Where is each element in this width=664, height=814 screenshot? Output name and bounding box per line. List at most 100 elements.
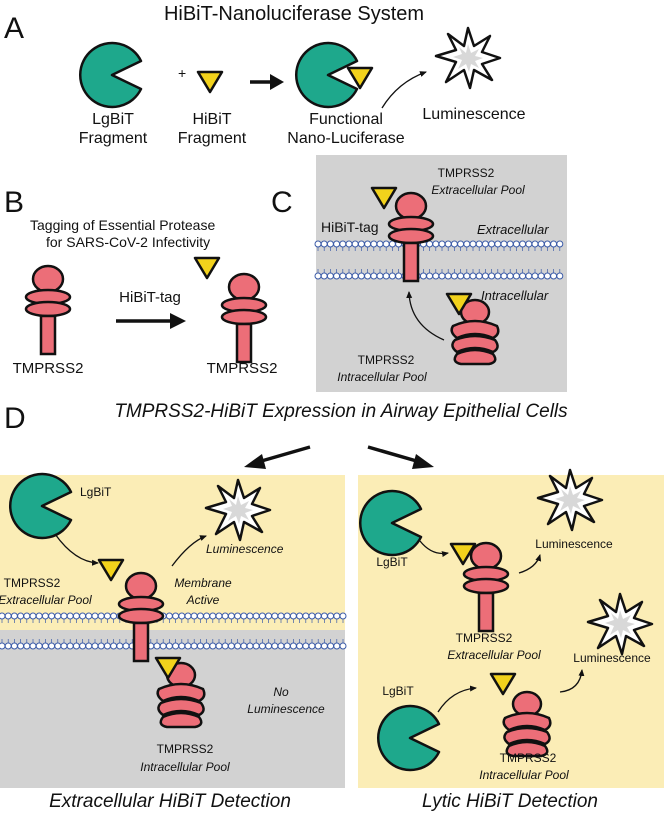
lipid-head <box>388 272 396 280</box>
tmprss2-untagged-icon <box>24 264 72 356</box>
lipid-head <box>23 642 31 650</box>
lipid-head <box>41 612 49 620</box>
combine-arrowhead <box>270 74 284 90</box>
d-left-binding-arrow <box>54 533 99 566</box>
lipid-head <box>326 240 334 248</box>
d-left-no-label-1: No <box>273 685 289 699</box>
lipid-head <box>326 272 334 280</box>
hibit-tag-arrow-label: HiBiT-tag <box>119 289 181 306</box>
lipid-head <box>475 240 483 248</box>
lipid-head <box>209 642 217 650</box>
panel-c-letter: C <box>271 186 293 219</box>
d-right-ext-label-1: TMPRSS2 <box>456 631 513 645</box>
lipid-head <box>35 612 43 620</box>
lgbit-label-2: Fragment <box>79 130 148 147</box>
tag-triangle-b-icon <box>193 256 221 280</box>
lipid-head <box>444 272 452 280</box>
lipid-head <box>209 612 217 620</box>
hibit-triangle-icon <box>196 70 224 94</box>
lipid-head <box>184 642 192 650</box>
lipid-head <box>339 642 347 650</box>
lgbit-pacman-icon <box>78 41 143 109</box>
lipid-head <box>438 272 446 280</box>
lipid-head <box>252 612 260 620</box>
lipid-head <box>48 612 56 620</box>
lipid-head <box>240 642 248 650</box>
lipid-head <box>500 240 508 248</box>
lipid-head <box>116 642 124 650</box>
lipid-head <box>556 272 564 280</box>
lipid-head <box>277 642 285 650</box>
lipid-head <box>85 612 93 620</box>
lipid-head <box>172 612 180 620</box>
lipid-head <box>519 240 527 248</box>
lipid-head <box>215 612 223 620</box>
lipid-head <box>66 612 74 620</box>
lipid-head <box>370 272 378 280</box>
lipid-head <box>314 240 322 248</box>
lipid-head <box>29 612 37 620</box>
lipid-head <box>35 642 43 650</box>
lipid-head <box>488 240 496 248</box>
lipid-head <box>234 612 242 620</box>
panel-a-letter: A <box>4 12 24 45</box>
lipid-head <box>271 642 279 650</box>
d-right-int-label-2: Intracellular Pool <box>479 768 569 782</box>
split-arrow-left <box>257 445 311 464</box>
lipid-head <box>221 612 229 620</box>
lipid-head <box>289 612 297 620</box>
lipid-head <box>525 272 533 280</box>
intracellular-label: Intracellular <box>481 288 549 303</box>
bound-hibit-icon <box>346 66 374 90</box>
d-left-membrane-label-1: Membrane <box>174 576 232 590</box>
lipid-head <box>457 240 465 248</box>
lipid-head <box>258 642 266 650</box>
tmprss2-right-label: TMPRSS2 <box>207 360 278 377</box>
lipid-head <box>184 612 192 620</box>
functional-label-2: Nano-Luciferase <box>287 130 405 147</box>
lipid-head <box>17 612 25 620</box>
lipid-head <box>246 612 254 620</box>
lipid-head <box>258 612 266 620</box>
lipid-head <box>314 612 322 620</box>
lipid-head <box>432 240 440 248</box>
lipid-head <box>91 612 99 620</box>
d-left-ext-label-2: Extracellular Pool <box>0 593 92 607</box>
lipid-head <box>215 642 223 650</box>
lipid-head <box>110 642 118 650</box>
functional-luciferase-icon <box>294 41 359 109</box>
lipid-head <box>79 642 87 650</box>
lipid-head <box>4 612 12 620</box>
lipid-head <box>457 272 465 280</box>
d-left-int-label-1: TMPRSS2 <box>157 742 214 756</box>
d-right-lum-top-label: Luminescence <box>535 537 613 551</box>
lipid-head <box>271 612 279 620</box>
d-left-ext-label-1: TMPRSS2 <box>4 576 61 590</box>
lipid-head <box>48 642 56 650</box>
lipid-head <box>463 240 471 248</box>
lipid-head <box>488 272 496 280</box>
lipid-head <box>66 642 74 650</box>
membrane-d-left <box>0 612 347 650</box>
lipid-head <box>4 642 12 650</box>
lipid-head <box>419 272 427 280</box>
lipid-head <box>543 272 551 280</box>
c-bottom-label-2: Intracellular Pool <box>337 370 427 384</box>
d-right-lum-bottom-label: Luminescence <box>573 651 651 665</box>
lipid-head <box>277 612 285 620</box>
panel-d-letter: D <box>4 402 26 435</box>
lipid-head <box>29 642 37 650</box>
lipid-head <box>333 612 341 620</box>
lipid-head <box>494 240 502 248</box>
lipid-head <box>376 240 384 248</box>
plus-sign: + <box>178 65 186 81</box>
panel-b-letter: B <box>4 186 24 219</box>
lipid-head <box>500 272 508 280</box>
lipid-head <box>283 612 291 620</box>
lipid-head <box>103 612 111 620</box>
lipid-head <box>240 612 248 620</box>
lipid-head <box>506 240 514 248</box>
lipid-head <box>339 240 347 248</box>
lipid-head <box>543 240 551 248</box>
d-left-int-label-2: Intracellular Pool <box>140 760 230 774</box>
